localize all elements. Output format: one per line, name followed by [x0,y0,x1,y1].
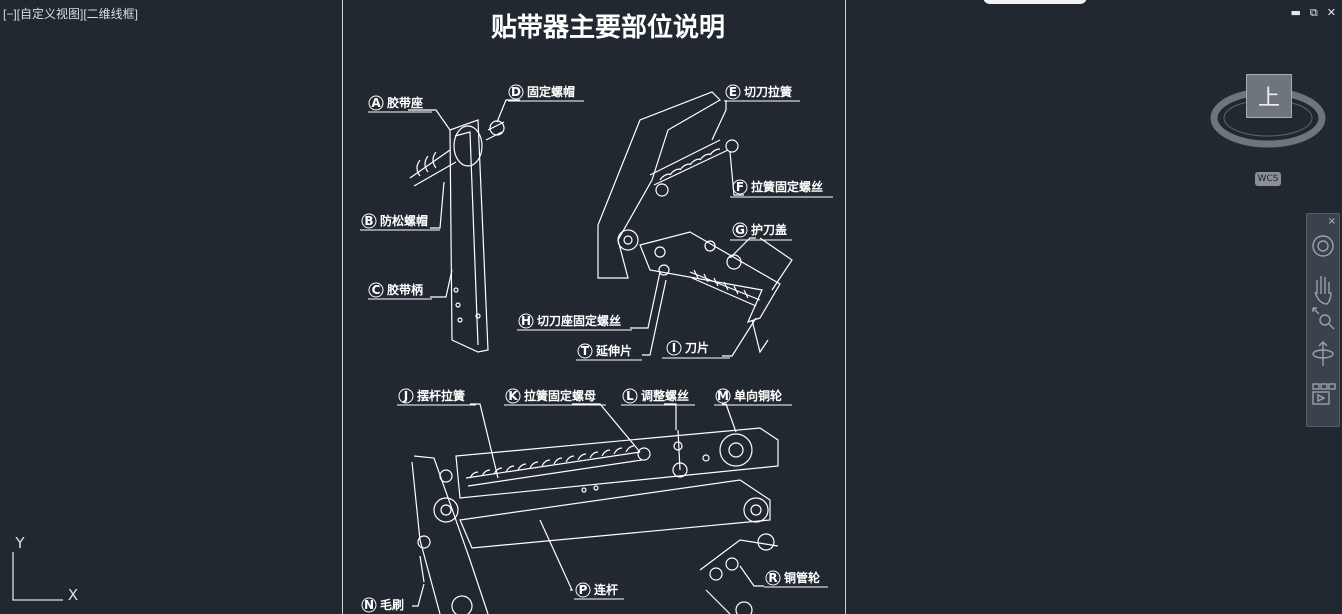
restore-icon[interactable]: ⧉ [1309,6,1318,19]
navigation-bar: × [1306,213,1340,427]
svg-text:切刀座固定螺丝: 切刀座固定螺丝 [537,313,621,328]
svg-text:D: D [511,85,521,99]
svg-text:A: A [371,96,381,110]
svg-text:B: B [364,214,373,228]
svg-text:N: N [364,598,374,612]
callout-E: E 切刀拉簧 [724,84,800,102]
callout-C: C 胶带柄 [368,282,432,300]
pan-icon[interactable] [1314,276,1332,305]
svg-text:F: F [736,180,744,194]
svg-text:毛刷: 毛刷 [380,597,404,612]
viewcube-top-face[interactable]: 上 [1246,74,1292,118]
svg-text:M: M [717,389,729,403]
svg-text:胶带座: 胶带座 [387,95,423,110]
callout-P: P 连杆 [574,582,624,600]
callout-D: D 固定螺帽 [508,84,584,102]
wcs-menu-button[interactable]: WCS [1255,172,1281,186]
showmotion-icon[interactable] [1312,383,1336,405]
zoom-icon[interactable] [1312,307,1335,330]
callout-A: A 胶带座 [368,95,432,113]
ucs-x-label: X [68,586,78,604]
steering-wheel-icon[interactable] [1312,235,1334,257]
close-icon[interactable]: ✕ [1326,6,1336,19]
callout-F: F 拉簧固定螺丝 [730,179,833,198]
callout-L: L 调整螺丝 [621,388,695,406]
svg-text:G: G [735,223,745,237]
orbit-icon[interactable] [1312,341,1334,366]
callout-K: K 拉簧固定螺母 [504,388,606,406]
svg-text:C: C [372,283,381,297]
callout-N: N 毛刷 [361,597,404,613]
svg-text:P: P [579,583,588,597]
drawing-title: 贴带器主要部位说明 [491,12,725,43]
svg-text:拉簧固定螺母: 拉簧固定螺母 [524,388,596,403]
svg-text:延伸片: 延伸片 [595,343,632,358]
svg-text:R: R [768,571,777,585]
navbar-close-icon[interactable]: × [1327,216,1336,227]
callout-J: J 摆杆拉簧 [397,388,476,406]
callout-B: B 防松螺帽 [360,213,440,231]
svg-text:E: E [729,85,737,99]
svg-text:I: I [672,341,676,355]
svg-text:K: K [508,389,518,403]
viewport-window-controls: ▬ ⧉ ✕ [1291,6,1336,20]
ucs-icon [12,552,63,601]
drawing-sheet-border [342,0,846,614]
callout-M: M 单向铜轮 [714,388,792,406]
svg-text:调整螺丝: 调整螺丝 [641,388,689,403]
callout-labels: A 胶带座 D 固定螺帽 E 切刀拉簧 B 防松螺帽 F 拉簧固定螺丝 G 护刀… [360,84,833,613]
svg-text:摆杆拉簧: 摆杆拉簧 [417,388,465,403]
svg-text:H: H [521,314,531,328]
callout-H: H 切刀座固定螺丝 [517,313,632,331]
viewport-controls-label[interactable]: [−][自定义视图][二维线框] [3,7,139,21]
svg-text:J: J [403,389,408,403]
svg-text:切刀拉簧: 切刀拉簧 [744,84,792,99]
mechanism-linework [408,91,793,614]
svg-text:拉簧固定螺丝: 拉簧固定螺丝 [751,179,823,194]
callout-R: R 铜管轮 [764,570,828,588]
callout-I: I 刀片 [662,340,730,359]
callout-T: T 延伸片 [576,343,642,361]
callout-G: G 护刀盖 [730,222,792,241]
svg-text:护刀盖: 护刀盖 [751,222,787,237]
minimize-icon[interactable]: ▬ [1290,6,1301,19]
svg-text:连杆: 连杆 [594,582,618,597]
svg-text:铜管轮: 铜管轮 [784,570,821,585]
svg-text:胶带柄: 胶带柄 [387,282,423,297]
svg-text:单向铜轮: 单向铜轮 [734,388,783,403]
floating-command-pill[interactable] [983,0,1087,4]
svg-text:防松螺帽: 防松螺帽 [380,213,428,228]
svg-text:T: T [581,344,590,358]
svg-text:固定螺帽: 固定螺帽 [527,84,575,99]
ucs-y-label: Y [14,534,25,552]
svg-text:L: L [626,389,634,403]
svg-text:刀片: 刀片 [685,340,709,355]
